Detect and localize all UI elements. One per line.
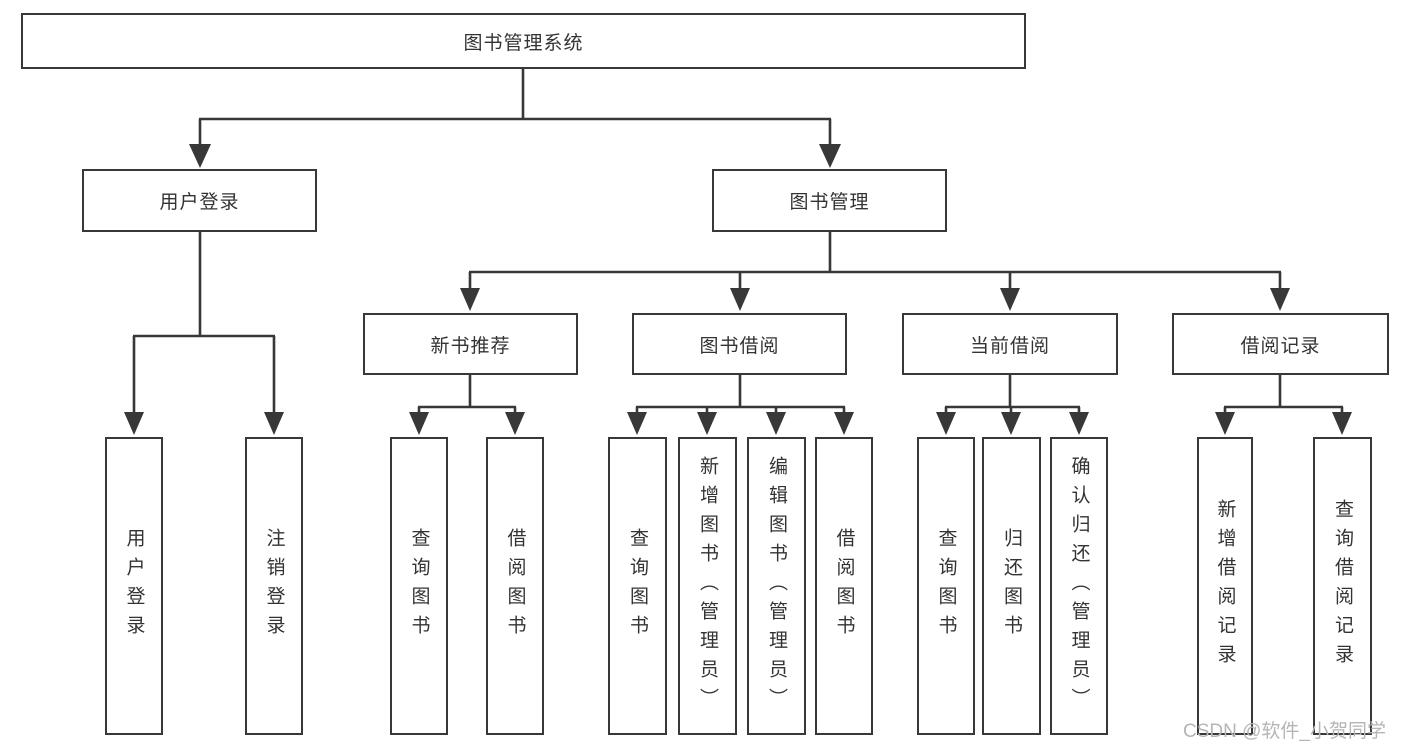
node-book-management-label: 图书管理 xyxy=(789,192,870,213)
arrowhead-down-icon xyxy=(1069,412,1089,435)
leaf-borrow-books-1-label: 借阅图书 xyxy=(504,528,526,644)
leaf-add-borrow-record: 新增借阅记录 xyxy=(1197,437,1253,735)
leaf-query-books-3-label: 查询图书 xyxy=(935,528,957,644)
leaf-query-borrow-record-label: 查询借阅记录 xyxy=(1332,499,1353,673)
arrowhead-down-icon xyxy=(819,144,841,168)
leaf-borrow-books-1: 借阅图书 xyxy=(486,437,544,735)
arrowhead-down-icon xyxy=(1270,288,1290,311)
connector-currentborrow-to-leaves xyxy=(936,374,1089,435)
node-user-login: 用户登录 xyxy=(82,169,317,232)
arrowhead-down-icon xyxy=(1332,412,1352,435)
leaf-borrow-books-2: 借阅图书 xyxy=(815,437,873,735)
arrowhead-down-icon xyxy=(1001,412,1021,435)
leaf-add-borrow-record-label: 新增借阅记录 xyxy=(1214,499,1236,673)
node-system-root: 图书管理系统 xyxy=(21,13,1026,69)
connector-bookborrow-to-leaves xyxy=(627,375,854,435)
node-system-root-label: 图书管理系统 xyxy=(463,32,584,54)
csdn-watermark: CSDN @软件_小贺同学 xyxy=(1183,721,1386,742)
arrowhead-down-icon xyxy=(1000,288,1020,311)
leaf-query-books-1: 查询图书 xyxy=(390,437,448,735)
connector-bookmgmt-to-level3 xyxy=(460,232,1290,311)
connector-newbookrec-to-leaves xyxy=(409,375,525,435)
leaf-query-books-1-label: 查询图书 xyxy=(408,528,430,644)
arrowhead-down-icon xyxy=(189,144,211,168)
leaf-user-login-label: 用户登录 xyxy=(123,528,145,644)
node-new-book-recommend-label: 新书推荐 xyxy=(430,335,511,357)
node-user-login-label: 用户登录 xyxy=(159,192,240,213)
arrowhead-down-icon xyxy=(834,412,854,435)
leaf-user-login: 用户登录 xyxy=(105,437,163,735)
arrowhead-down-icon xyxy=(409,412,429,435)
leaf-logout-label: 注销登录 xyxy=(263,528,285,644)
leaf-add-books-admin-label: 新增图书（管理员） xyxy=(697,455,718,717)
arrowhead-down-icon xyxy=(505,412,525,435)
node-book-borrow: 图书借阅 xyxy=(632,313,847,375)
connector-borrowrecords-to-leaves xyxy=(1215,375,1352,435)
node-borrow-records: 借阅记录 xyxy=(1172,313,1389,375)
node-new-book-recommend: 新书推荐 xyxy=(363,313,578,375)
leaf-query-books-2-label: 查询图书 xyxy=(627,528,648,644)
leaf-borrow-books-2-label: 借阅图书 xyxy=(833,528,855,644)
arrowhead-down-icon xyxy=(730,288,750,311)
leaf-query-books-3: 查询图书 xyxy=(917,437,975,735)
arrowhead-down-icon xyxy=(1215,412,1235,435)
leaf-return-books: 归还图书 xyxy=(982,437,1041,735)
arrowhead-down-icon xyxy=(627,412,647,435)
arrowhead-down-icon xyxy=(264,412,284,435)
connector-userlogin-to-leaves xyxy=(124,232,284,435)
leaf-edit-books-admin: 编辑图书（管理员） xyxy=(747,437,806,735)
leaf-confirm-return-admin: 确认归还（管理员） xyxy=(1050,437,1108,735)
node-current-borrow: 当前借阅 xyxy=(902,313,1118,375)
node-book-management: 图书管理 xyxy=(712,169,947,232)
leaf-confirm-return-admin-label: 确认归还（管理员） xyxy=(1068,455,1090,717)
leaf-edit-books-admin-label: 编辑图书（管理员） xyxy=(766,455,787,717)
connector-root-to-level2 xyxy=(189,69,841,168)
leaf-query-books-2: 查询图书 xyxy=(608,437,667,735)
arrowhead-down-icon xyxy=(766,412,786,435)
node-book-borrow-label: 图书借阅 xyxy=(699,335,780,357)
leaf-logout: 注销登录 xyxy=(245,437,303,735)
leaf-return-books-label: 归还图书 xyxy=(1001,528,1022,644)
arrowhead-down-icon xyxy=(124,412,144,435)
node-borrow-records-label: 借阅记录 xyxy=(1240,335,1321,357)
leaf-add-books-admin: 新增图书（管理员） xyxy=(678,437,737,735)
node-current-borrow-label: 当前借阅 xyxy=(969,335,1050,357)
leaf-query-borrow-record: 查询借阅记录 xyxy=(1313,437,1372,735)
arrowhead-down-icon xyxy=(460,288,480,311)
arrowhead-down-icon xyxy=(936,412,956,435)
arrowhead-down-icon xyxy=(697,412,717,435)
